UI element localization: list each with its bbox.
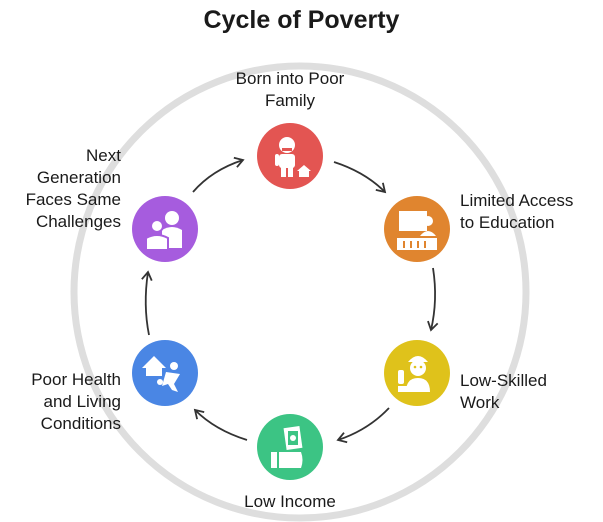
arrow-generation-to-born — [192, 156, 245, 193]
node-health — [132, 340, 198, 406]
node-income — [257, 414, 323, 480]
label-line: and Living — [43, 392, 121, 411]
node-born — [257, 123, 323, 189]
label-line: Next — [86, 146, 121, 165]
label-line: Faces Same — [25, 190, 121, 209]
worker-icon — [398, 356, 430, 392]
label-line: to Education — [460, 213, 555, 232]
label-health: Poor Health and Living Conditions — [0, 369, 121, 435]
label-line: Limited Access — [460, 191, 574, 210]
label-line: Work — [460, 393, 500, 412]
label-line: Family — [264, 91, 316, 110]
arrow-income-to-health — [193, 408, 248, 441]
child-home-icon — [275, 137, 311, 177]
label-line: Poor Health — [31, 370, 121, 389]
node-education — [384, 196, 450, 262]
node-work — [384, 340, 450, 406]
label-work: Low-Skilled Work — [460, 370, 547, 414]
label-line: Generation — [36, 168, 121, 187]
label-born: Born into Poor Family — [200, 68, 380, 112]
label-line: Born into Poor — [235, 69, 345, 88]
arrow-education-to-work — [427, 267, 439, 332]
home-sick-icon — [142, 356, 180, 392]
label-education: Limited Access to Education — [460, 190, 573, 234]
label-line: Low Income — [244, 492, 336, 511]
family-icon — [145, 211, 182, 251]
arrow-work-to-income — [336, 407, 390, 444]
arrow-health-to-generation — [141, 270, 153, 336]
classroom-icon — [397, 211, 437, 250]
label-income: Low Income — [200, 491, 380, 513]
diagram-title: Cycle of Poverty — [203, 6, 400, 34]
label-line: Low-Skilled — [460, 371, 547, 390]
label-line: Challenges — [35, 212, 121, 231]
watermark-circle — [70, 62, 530, 522]
label-line: Conditions — [40, 414, 121, 433]
arrow-born-to-education — [333, 161, 387, 194]
node-generation — [132, 196, 198, 262]
money-hand-icon — [271, 425, 303, 468]
label-generation: Next Generation Faces Same Challenges — [0, 145, 121, 233]
